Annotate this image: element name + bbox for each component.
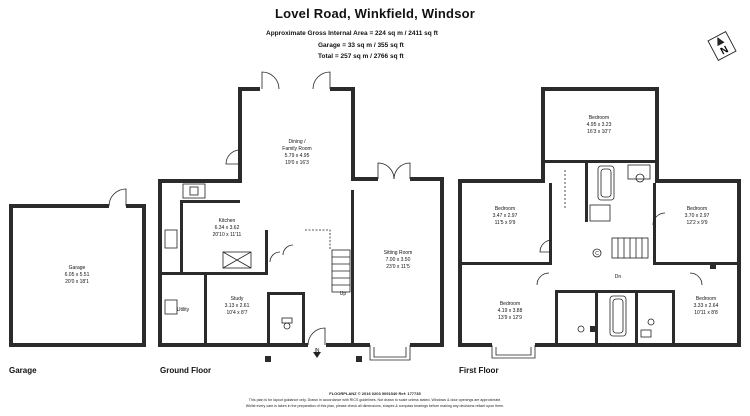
kitchen-room-dim-ft: 20'10 x 11'11 (213, 232, 242, 238)
dining-room-dim-m: 5.79 x 4.95 (285, 153, 310, 159)
gross-area-value: = 224 sq m / 2411 sq ft (369, 30, 438, 37)
bedroom-4-dim-ft: 13'9 x 12'9 (498, 315, 522, 321)
room-bedroom-1: Bedroom 4.95 x 3.23 16'3 x 10'7 (587, 115, 612, 135)
gross-area-label: Approximate Gross Internal Area (266, 30, 368, 37)
room-garage: Garage 6.05 x 5.51 20'0 x 18'1 (65, 265, 90, 285)
bedroom-2-dim-ft: 11'5 x 9'9 (495, 220, 516, 226)
garage-floor-label: Garage (9, 366, 37, 375)
north-arrow-icon: N (707, 30, 737, 62)
bedroom-1-dim-m: 4.95 x 3.23 (587, 122, 612, 128)
ground-stairs (305, 229, 351, 293)
bedroom-3-dim-ft: 12'2 x 9'9 (686, 220, 707, 226)
ground-floor-label: Ground Floor (160, 366, 212, 375)
study-room-dim-ft: 10'4 x 8'7 (226, 310, 247, 316)
dining-room-dim-ft: 19'0 x 16'3 (285, 160, 309, 166)
footer-disclaimer-2: Whilst every care is taken in the prepar… (245, 404, 505, 408)
garage-room-dim-m: 6.05 x 5.51 (65, 272, 90, 278)
room-bedroom-3: Bedroom 3.70 x 2.97 12'2 x 9'9 (685, 206, 710, 226)
sitting-room-name: Sitting Room (384, 250, 413, 256)
sitting-room-dim-m: 7.00 x 3.50 (386, 257, 411, 263)
garage-area-label: Garage (318, 42, 341, 49)
footer-ref-line: FLOORPLANZ © 2016 0203 9091540 Ref: 1777… (329, 391, 421, 396)
kitchen-room-name: Kitchen (219, 218, 236, 224)
gross-area-line: Approximate Gross Internal Area = 224 sq… (266, 30, 438, 37)
bedroom-1-name: Bedroom (589, 115, 609, 121)
sitting-room-dim-ft: 23'0 x 11'5 (386, 264, 410, 270)
study-room-dim-m: 3.13 x 2.61 (225, 303, 250, 309)
room-sitting: Sitting Room 7.00 x 3.50 23'0 x 11'5 (384, 250, 413, 270)
dining-room-name-2: Family Room (282, 146, 311, 152)
total-area-label: Total (318, 53, 334, 60)
bedroom-3-dim-m: 3.70 x 2.97 (685, 213, 710, 219)
garage-area-line: Garage = 33 sq m / 355 sq ft (318, 42, 404, 49)
bedroom-1-dim-ft: 16'3 x 10'7 (587, 129, 611, 135)
garage-area-value: = 33 sq m / 355 sq ft (342, 42, 404, 49)
stairs-down-label: Dn (615, 274, 622, 280)
room-kitchen: Kitchen 6.34 x 3.62 20'10 x 11'11 (213, 218, 242, 238)
bedroom-4-name: Bedroom (500, 301, 520, 307)
room-dining: Dining / Family Room 5.79 x 4.95 19'0 x … (282, 139, 311, 166)
bedroom-2-dim-m: 3.47 x 2.97 (493, 213, 518, 219)
bedroom-3-name: Bedroom (687, 206, 707, 212)
garage-block (9, 188, 146, 347)
bedroom-5-dim-m: 3.33 x 2.64 (694, 303, 719, 309)
plan-title: Lovel Road, Winkfield, Windsor (274, 6, 476, 21)
footer-disclaimer-1: This plan is for layout guidance only. D… (248, 398, 502, 402)
garage-room-name: Garage (69, 265, 86, 271)
cupboard-label: C (595, 251, 599, 257)
utility-room-name: Utility (177, 307, 190, 313)
total-area-line: Total = 257 sq m / 2766 sq ft (318, 53, 404, 60)
bedroom-4-dim-m: 4.19 x 3.88 (498, 308, 523, 314)
first-floor-block (458, 87, 741, 359)
stairs-up-label: Up (340, 291, 347, 297)
garage-room-dim-ft: 20'0 x 18'1 (65, 279, 89, 285)
entrance-label: IN (315, 348, 320, 354)
first-stairs (611, 237, 649, 259)
dining-room-name: Dining / (289, 139, 307, 145)
kitchen-room-dim-m: 6.34 x 3.62 (215, 225, 240, 231)
bedroom-5-dim-ft: 10'11 x 8'8 (694, 310, 718, 316)
bedroom-5-name: Bedroom (696, 296, 716, 302)
first-floor-label: First Floor (459, 366, 499, 375)
study-room-name: Study (231, 296, 244, 302)
room-bedroom-5: Bedroom 3.33 x 2.64 10'11 x 8'8 (694, 296, 719, 316)
compass-letter: N (719, 44, 731, 57)
total-area-value: = 257 sq m / 2766 sq ft (334, 53, 404, 60)
room-study: Study 3.13 x 2.61 10'4 x 8'7 (225, 296, 250, 316)
room-bedroom-2: Bedroom 3.47 x 2.97 11'5 x 9'9 (493, 206, 518, 226)
room-bedroom-4: Bedroom 4.19 x 3.88 13'9 x 12'9 (498, 301, 523, 321)
bedroom-2-name: Bedroom (495, 206, 515, 212)
ground-floor-block (158, 71, 444, 362)
